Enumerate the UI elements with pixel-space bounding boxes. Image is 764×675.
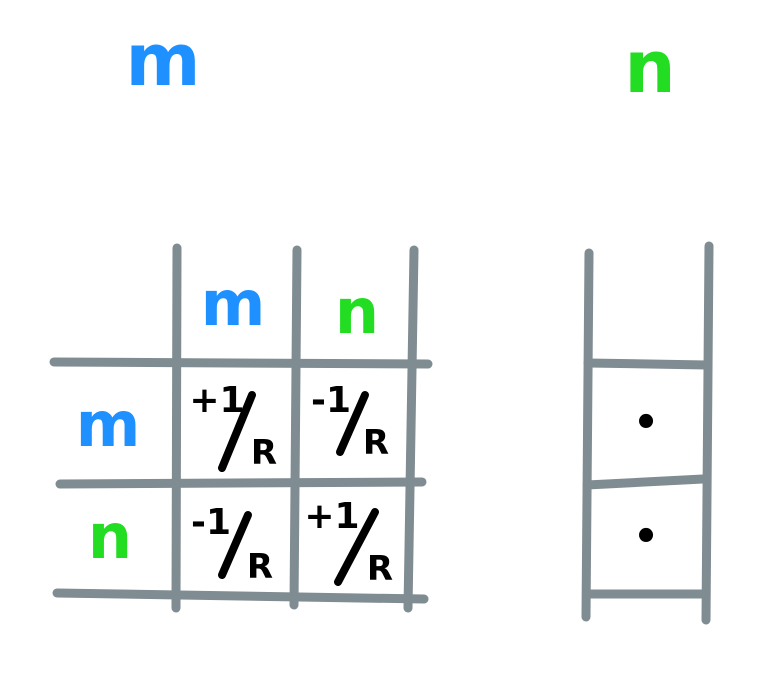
- fraction-slash: [336, 391, 369, 456]
- cell-denominator: R: [367, 549, 393, 589]
- cell-numerator: +1: [304, 496, 359, 537]
- cell-denominator: R: [363, 423, 389, 463]
- matrix-hline-2: [55, 477, 427, 489]
- matrix-row-header-m: m: [76, 388, 141, 461]
- matrix-col-header-m: m: [201, 267, 266, 340]
- matrix-grid: [49, 243, 433, 613]
- node-label-n: n: [624, 25, 675, 109]
- fraction-slash: [218, 391, 256, 472]
- vector-entry-n: •: [633, 514, 659, 560]
- matrix-hline-3: [52, 588, 429, 604]
- vector-entry-m: •: [633, 400, 659, 446]
- matrix-row-header-n: n: [88, 500, 132, 573]
- fraction-slash: [334, 508, 379, 586]
- matrix-col-header-n: n: [335, 275, 379, 348]
- matrix-cell-n-m: -1 R: [191, 502, 273, 587]
- matrix-cell-m-n: -1 R: [311, 380, 389, 463]
- matrix-vline-2: [289, 245, 302, 610]
- matrix-cell-n-n: +1 R: [304, 496, 393, 589]
- vector-grid: [581, 241, 714, 625]
- vector-vline-left: [581, 248, 594, 622]
- node-label-m: m: [125, 18, 200, 102]
- cell-numerator: -1: [311, 380, 351, 421]
- cell-numerator: +1: [189, 380, 244, 421]
- cell-denominator: R: [247, 547, 273, 587]
- vector-hline-1: [583, 358, 712, 370]
- cell-denominator: R: [251, 433, 277, 473]
- matrix-vline-1: [171, 243, 182, 613]
- vector-hline-2: [582, 474, 708, 490]
- fraction-slash: [218, 511, 252, 579]
- matrix-hline-1: [49, 357, 433, 369]
- matrix-vline-3: [403, 245, 419, 613]
- matrix-cell-m-m: +1 R: [189, 380, 277, 473]
- vector-vline-right: [701, 241, 714, 625]
- cell-numerator: -1: [191, 502, 231, 543]
